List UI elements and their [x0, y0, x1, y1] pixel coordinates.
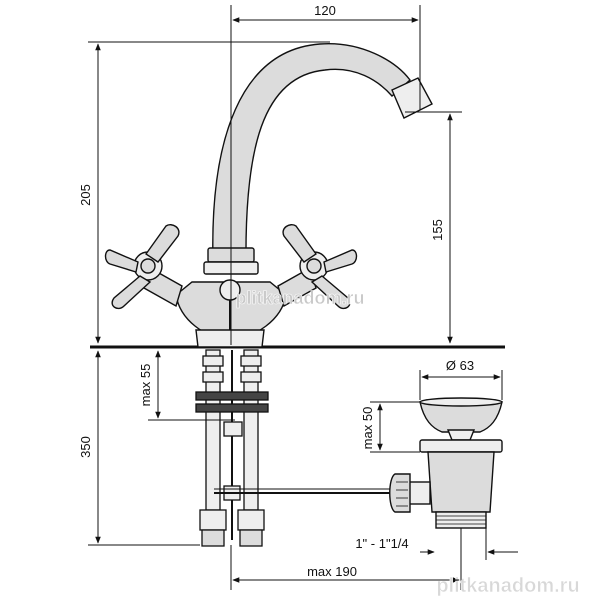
watermark-bottom: plitkanadom.ru	[436, 575, 579, 597]
label-155: 155	[430, 219, 445, 241]
waste-lever-pipe	[407, 481, 431, 505]
dimensions	[88, 5, 518, 590]
label-205: 205	[78, 184, 93, 206]
waste-body	[427, 451, 495, 513]
label-d63: Ø 63	[446, 358, 474, 373]
spout	[212, 43, 411, 263]
label-350: 350	[78, 436, 93, 458]
popup-waste	[389, 397, 503, 529]
label-120: 120	[314, 3, 336, 18]
left-handle-bottom	[111, 275, 152, 310]
label-thread: 1" - 1"1/4	[355, 536, 408, 551]
mixer-base	[195, 329, 265, 348]
left-handle-left	[104, 249, 139, 273]
right-handle-bottom	[310, 275, 351, 310]
left-handle-top	[145, 224, 180, 263]
right-connector	[237, 509, 265, 531]
supply-assembly	[195, 349, 395, 547]
fixing-plate-top	[195, 391, 269, 401]
fixing-plate-bottom	[195, 403, 269, 413]
label-max50: max 50	[360, 407, 375, 450]
label-max55: max 55	[138, 364, 153, 407]
right-handle-right	[323, 249, 358, 273]
right-handle-top	[282, 224, 317, 263]
waste-plug	[446, 429, 476, 441]
fixing-nut	[223, 421, 243, 437]
left-connector	[199, 509, 227, 531]
waste-collar	[419, 439, 503, 453]
aerator	[391, 77, 433, 119]
watermark-top: plitkanadom.ru	[235, 288, 364, 308]
label-max190: max 190	[307, 564, 357, 579]
waste-flange	[419, 401, 503, 433]
waste-lever-knob	[389, 473, 411, 513]
